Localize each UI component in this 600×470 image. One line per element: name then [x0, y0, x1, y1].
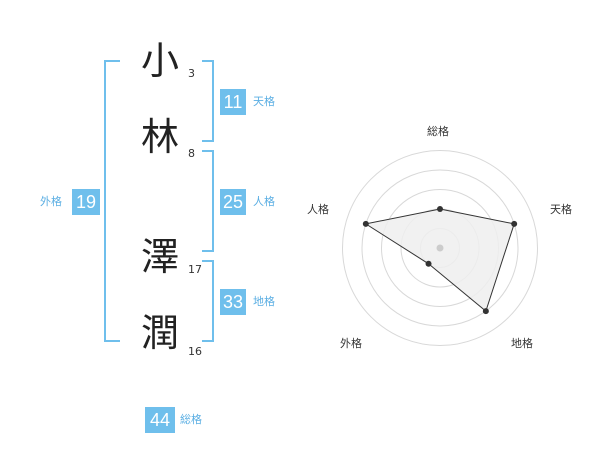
radar-label-gaikaku: 外格	[340, 337, 362, 350]
name-char-3: 澤	[140, 235, 179, 279]
chikaku-bracket	[202, 260, 214, 342]
radar-point-4	[425, 260, 432, 267]
name-char-4: 潤	[140, 311, 179, 355]
stroke-count-3: 17	[188, 263, 202, 276]
chikaku-label: 地格	[253, 295, 275, 308]
stroke-count-4: 16	[188, 345, 202, 358]
radar-point-3	[482, 308, 489, 315]
stroke-count-1: 3	[188, 67, 195, 80]
gaikaku-label: 外格	[40, 195, 62, 208]
jinkaku-bracket	[202, 150, 214, 252]
radar-ring-4	[361, 169, 519, 327]
tenkaku-label: 天格	[253, 95, 275, 108]
gaikaku-bracket	[104, 60, 120, 342]
tenkaku-value: 11	[220, 89, 246, 115]
radar-area	[364, 208, 515, 312]
radar-ring-5	[342, 150, 538, 346]
radar-point-1	[437, 206, 443, 212]
radar-points	[362, 206, 518, 315]
tenkaku-bracket	[202, 60, 214, 142]
radar-label-soukaku: 総格	[427, 125, 449, 138]
radar-label-jinkaku: 人格	[307, 203, 329, 216]
radar-center-dot	[436, 244, 444, 252]
name-char-1: 小	[140, 39, 179, 83]
jinkaku-label: 人格	[253, 195, 275, 208]
gaikaku-value: 19	[72, 189, 100, 215]
radar-label-tenkaku: 天格	[550, 203, 572, 216]
radar-label-chikaku: 地格	[511, 337, 533, 350]
stroke-count-2: 8	[188, 147, 195, 160]
soukaku-label: 総格	[180, 413, 202, 426]
chikaku-value: 33	[220, 289, 246, 315]
jinkaku-value: 25	[220, 189, 246, 215]
soukaku-value: 44	[145, 407, 175, 433]
radar-point-5	[362, 220, 369, 227]
name-char-2: 林	[140, 115, 179, 159]
radar-point-2	[511, 220, 518, 227]
